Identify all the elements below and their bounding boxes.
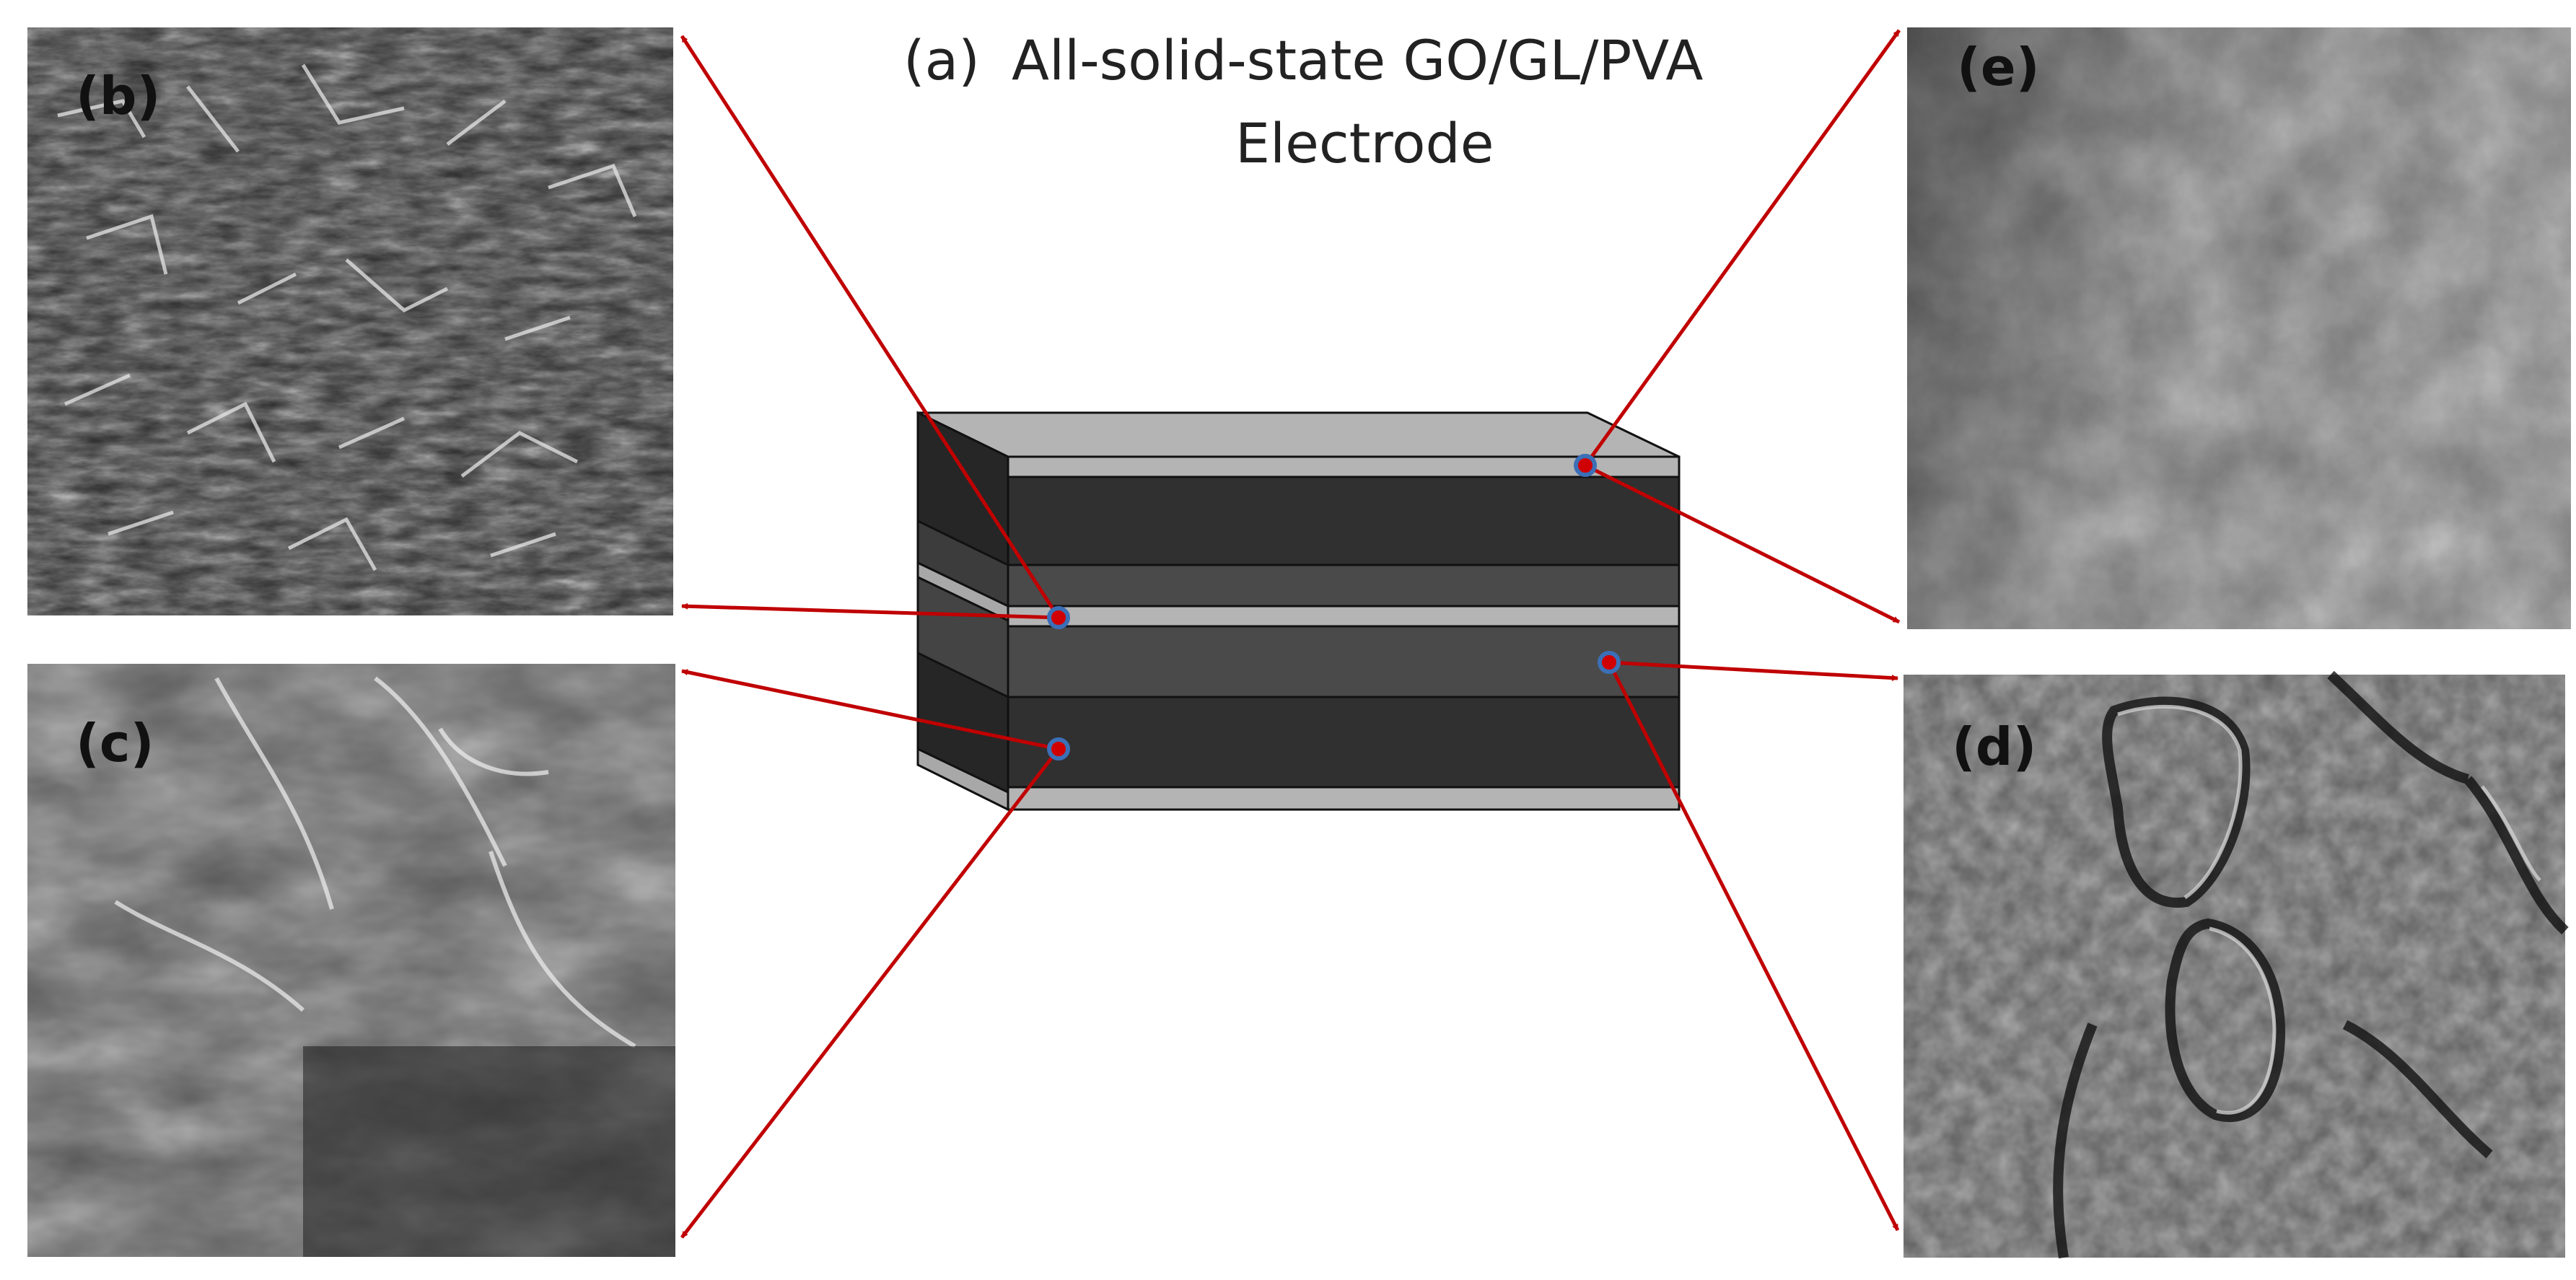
arrow-to-d-bottom — [1607, 661, 1900, 1232]
callout-arrows — [680, 29, 1901, 1239]
layer-top-electrode — [1007, 475, 1681, 566]
arrow-to-b-top — [680, 35, 1061, 619]
arrow-to-e-bottom — [1584, 463, 1901, 624]
panel-label-d: (d) — [1952, 716, 2036, 777]
sem-image-e: (e) — [1907, 27, 2571, 629]
panel-label-b: (b) — [76, 66, 160, 126]
layer-bottom-current-collector — [1007, 786, 1681, 811]
marker-d — [1598, 651, 1621, 674]
sem-image-d: (d) — [1903, 670, 2569, 1259]
arrow-to-d-top — [1608, 660, 1898, 682]
sampling-markers — [1047, 454, 1621, 760]
panel-label-c: (c) — [76, 713, 154, 773]
arrow-to-c-bottom — [680, 748, 1060, 1239]
arrow-to-b-bottom — [681, 602, 1059, 620]
title-prefix: (a) — [903, 28, 980, 92]
stack-top-face — [917, 411, 1680, 458]
panel-label-e: (e) — [1957, 37, 2040, 97]
marker-e — [1574, 454, 1597, 477]
layer-electrolyte-lower — [1007, 625, 1681, 698]
marker-b — [1047, 606, 1070, 629]
figure-title: (a) All-solid-state GO/GL/PVA Electrode — [903, 28, 1703, 175]
sem-image-b: (b) — [27, 27, 673, 615]
arrow-to-e-top — [1583, 29, 1901, 467]
marker-c — [1047, 737, 1070, 760]
arrow-to-c-top — [681, 669, 1059, 751]
title-line1: All-solid-state GO/GL/PVA — [1012, 28, 1703, 92]
layer-bottom-electrode — [1007, 696, 1681, 789]
title-line2: Electrode — [1235, 111, 1494, 175]
layer-electrolyte-upper — [1007, 564, 1681, 608]
layer-middle-collector — [1007, 605, 1681, 628]
electrode-stack — [916, 411, 1681, 812]
sem-image-c: (c) — [27, 664, 675, 1257]
